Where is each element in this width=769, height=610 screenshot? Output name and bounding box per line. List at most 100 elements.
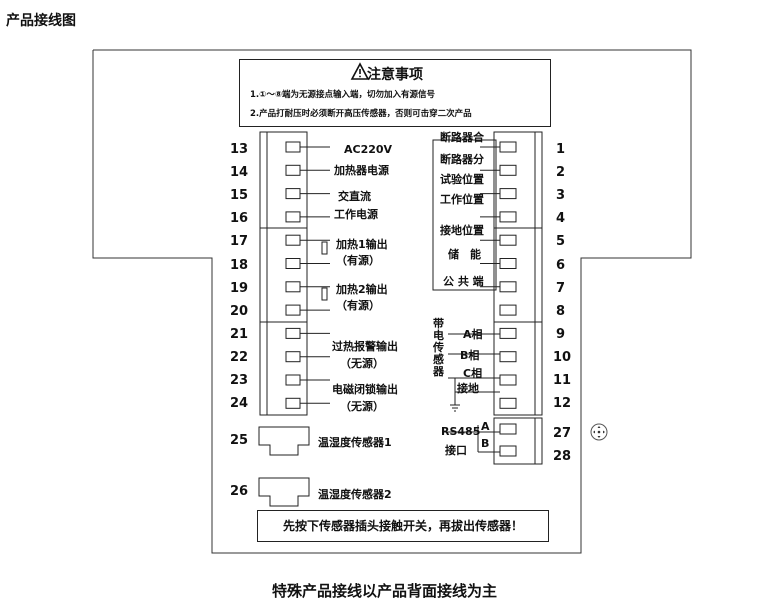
right-terminal-screw bbox=[499, 374, 517, 386]
label-phase-b: B相 bbox=[460, 349, 480, 362]
label-sensor-2: 温湿度传感器2 bbox=[318, 488, 392, 501]
terminal-18: 18 bbox=[230, 258, 249, 273]
label-common: 公 共 端 bbox=[443, 275, 484, 288]
right-terminal-screw bbox=[499, 141, 517, 153]
terminal-14: 14 bbox=[230, 165, 249, 180]
right-terminal-screw bbox=[499, 351, 517, 363]
label-rs485-b: B bbox=[481, 437, 490, 450]
label-acdc: 交直流 bbox=[338, 190, 371, 203]
label-breaker-open: 断路器分 bbox=[440, 153, 484, 166]
left-terminal-screw bbox=[285, 374, 301, 386]
label-heat1: 加热1输出 bbox=[336, 238, 388, 251]
label-work-power: 工作电源 bbox=[334, 208, 378, 221]
label-phase-c: C相 bbox=[463, 367, 483, 380]
label-store: 储 能 bbox=[448, 248, 481, 261]
terminal-17: 17 bbox=[230, 234, 249, 249]
footer-note: 特殊产品接线以产品背面接线为主 bbox=[271, 582, 497, 600]
sensor1-socket bbox=[258, 426, 310, 456]
terminal-3: 3 bbox=[556, 188, 566, 203]
terminal-28: 28 bbox=[553, 449, 572, 464]
sensor2-socket bbox=[258, 477, 310, 507]
terminal-2: 2 bbox=[556, 165, 566, 180]
terminal-4: 4 bbox=[556, 211, 566, 226]
terminal-16: 16 bbox=[230, 211, 249, 226]
right-terminal-screw bbox=[499, 397, 517, 409]
terminal-12: 12 bbox=[553, 396, 572, 411]
terminal-21: 21 bbox=[230, 327, 249, 342]
right-terminal-screw bbox=[499, 327, 517, 339]
right-terminal-screw bbox=[499, 281, 517, 293]
notice-line-1: 1.①～⑧端为无源接点输入端，切勿加入有源信号 bbox=[250, 90, 436, 100]
terminal-7: 7 bbox=[556, 281, 566, 296]
terminal-8: 8 bbox=[556, 304, 566, 319]
rs485-terminal-screw bbox=[499, 423, 517, 435]
terminal-22: 22 bbox=[230, 350, 249, 365]
right-terminal-block bbox=[493, 131, 543, 465]
right-terminal-screw bbox=[499, 164, 517, 176]
terminal-26: 26 bbox=[230, 484, 249, 499]
label-rs485: RS485 bbox=[441, 425, 481, 438]
left-terminal-screw bbox=[285, 327, 301, 339]
terminal-5: 5 bbox=[556, 234, 566, 249]
terminal-19: 19 bbox=[230, 281, 249, 296]
left-terminal-screw bbox=[285, 188, 301, 200]
warning-triangle-icon bbox=[350, 62, 370, 80]
heater-output-symbol bbox=[321, 287, 328, 301]
sensor-warning-box: 先按下传感器插头接触开关，再拔出传感器！ bbox=[257, 510, 549, 542]
rs485-terminal-screw bbox=[499, 445, 517, 457]
label-overheat-sub: （无源） bbox=[340, 357, 384, 370]
terminal-10: 10 bbox=[553, 350, 572, 365]
label-overheat: 过热报警输出 bbox=[332, 340, 398, 353]
input-label-box bbox=[432, 139, 497, 291]
terminal-13: 13 bbox=[230, 142, 249, 157]
notice-line-2: 2.产品打耐压时必须断开高压传感器，否则可击穿二次产品 bbox=[250, 109, 472, 119]
label-heat2-sub: （有源） bbox=[336, 299, 380, 312]
right-terminal-screw bbox=[499, 258, 517, 269]
label-work-pos: 工作位置 bbox=[440, 193, 484, 206]
label-live-sensor: 带电传感器 bbox=[433, 317, 444, 378]
label-sensor-1: 温湿度传感器1 bbox=[318, 436, 392, 449]
right-terminal-screw bbox=[499, 304, 517, 316]
label-heat1-sub: （有源） bbox=[336, 254, 380, 267]
label-heater-power: 加热器电源 bbox=[334, 164, 389, 177]
left-terminal-block bbox=[259, 131, 308, 416]
notice-box: 注意事项 1.①～⑧端为无源接点输入端，切勿加入有源信号 2.产品打耐压时必须断… bbox=[239, 59, 551, 127]
heater-output-symbol bbox=[321, 241, 328, 255]
terminal-1: 1 bbox=[556, 142, 566, 157]
terminal-11: 11 bbox=[553, 373, 572, 388]
terminal-15: 15 bbox=[230, 188, 249, 203]
label-lock: 电磁闭锁输出 bbox=[332, 383, 398, 396]
terminal-20: 20 bbox=[230, 304, 249, 319]
left-terminal-screw bbox=[285, 304, 301, 316]
left-terminal-screw bbox=[285, 211, 301, 223]
label-port: 接口 bbox=[445, 444, 467, 457]
label-ground: 接地 bbox=[457, 382, 479, 395]
right-terminal-screw bbox=[499, 188, 517, 200]
terminal-25: 25 bbox=[230, 433, 249, 448]
label-ac220v: AC220V bbox=[344, 143, 393, 156]
terminal-27: 27 bbox=[553, 426, 572, 441]
label-phase-a: A相 bbox=[463, 328, 483, 341]
left-terminal-screw bbox=[285, 281, 301, 293]
right-terminal-screw bbox=[499, 234, 517, 246]
terminal-24: 24 bbox=[230, 396, 249, 411]
left-terminal-screw bbox=[285, 164, 301, 176]
left-terminal-screw bbox=[285, 141, 301, 153]
label-test-pos: 试验位置 bbox=[440, 173, 484, 186]
left-terminal-screw bbox=[285, 351, 301, 363]
terminal-6: 6 bbox=[556, 258, 566, 273]
right-terminal-screw bbox=[499, 211, 517, 223]
left-terminal-screw bbox=[285, 397, 301, 409]
page-title: 产品接线图 bbox=[6, 13, 76, 29]
label-breaker-close: 断路器合 bbox=[440, 131, 484, 144]
terminal-9: 9 bbox=[556, 327, 566, 342]
notice-heading: 注意事项 bbox=[367, 67, 423, 83]
label-rs485-a: A bbox=[481, 420, 490, 433]
label-heat2: 加热2输出 bbox=[336, 283, 388, 296]
left-terminal-screw bbox=[285, 234, 301, 246]
terminal-23: 23 bbox=[230, 373, 249, 388]
label-ground-pos: 接地位置 bbox=[440, 224, 484, 237]
move-handle-icon[interactable] bbox=[590, 423, 608, 441]
left-terminal-screw bbox=[285, 258, 301, 269]
